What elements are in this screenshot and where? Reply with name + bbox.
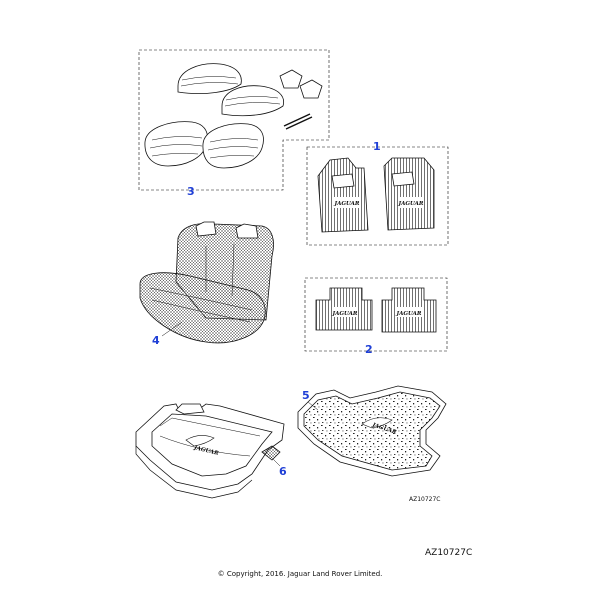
callout-6: 6: [279, 465, 287, 478]
callout-5: 5: [302, 389, 310, 402]
rear-floor-mats-group: [304, 277, 448, 352]
luggage-mat: [297, 385, 447, 477]
svg-text:JAGUAR: JAGUAR: [331, 311, 357, 317]
rear-seat: [139, 221, 274, 344]
seat-cover-kit-group: [138, 49, 330, 191]
callout-1: 1: [373, 140, 381, 153]
callout-2: 2: [365, 343, 373, 356]
drawing-code: AZ10727C: [425, 548, 473, 558]
svg-text:JAGUAR: JAGUAR: [395, 311, 421, 317]
drawing-ref-small: AZ10727C: [409, 496, 441, 503]
callout-3: 3: [187, 185, 195, 198]
svg-text:JAGUAR: JAGUAR: [397, 201, 423, 207]
front-floor-mats-group: [306, 146, 449, 246]
luggage-tray-liner: [135, 403, 285, 499]
callout-4: 4: [152, 334, 160, 347]
svg-text:JAGUAR: JAGUAR: [333, 201, 359, 207]
copyright-notice: © Copyright, 2016. Jaguar Land Rover Lim…: [217, 570, 383, 578]
leader-lines: [161, 321, 319, 467]
